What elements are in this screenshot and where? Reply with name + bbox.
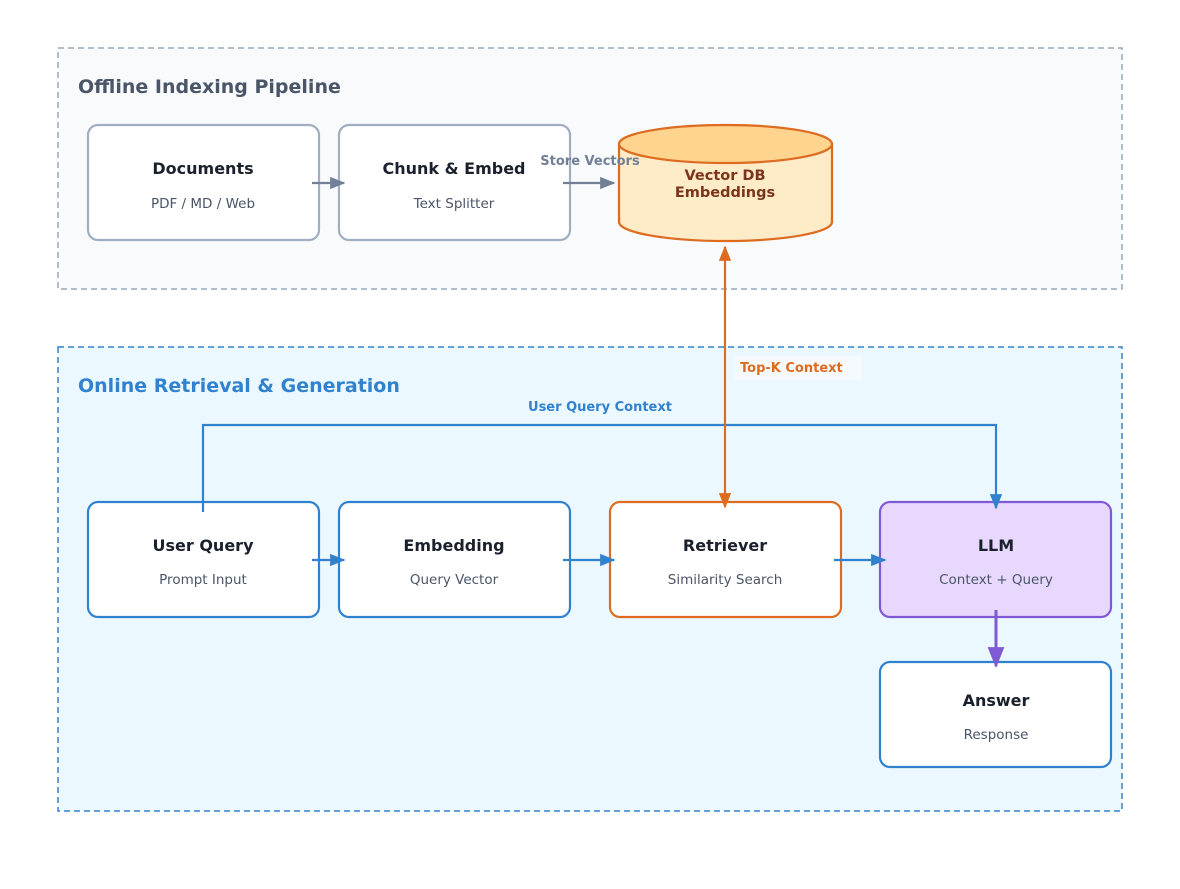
answer-subtitle: Response [964, 727, 1029, 743]
user-query-context-path [201, 423, 1003, 512]
user-query-context-label: User Query Context [528, 400, 672, 415]
documents-node: Documents PDF / MD / Web [86, 123, 321, 242]
documents-subtitle: PDF / MD / Web [151, 196, 255, 212]
embedding-title: Embedding [403, 536, 504, 555]
embedding-subtitle: Query Vector [410, 572, 499, 588]
answer-node: Answer Response [878, 660, 1113, 769]
llm-title: LLM [978, 536, 1014, 555]
llm-node: LLM Context + Query [878, 500, 1113, 619]
chunk-embed-title: Chunk & Embed [382, 159, 525, 178]
documents-title: Documents [152, 159, 253, 178]
vector-db-top [617, 123, 834, 165]
topk-context-label: Top-K Context [740, 361, 843, 376]
chunk-embed-subtitle: Text Splitter [413, 196, 495, 212]
offline-panel-title: Offline Indexing Pipeline [78, 76, 341, 98]
vector-db-label-1: Vector DB [684, 168, 765, 184]
retriever-title: Retriever [683, 536, 767, 555]
vector-db-node: Vector DB Embeddings [617, 123, 834, 243]
vector-db-label-2: Embeddings [675, 185, 775, 201]
user-query-node: User Query Prompt Input [86, 500, 321, 619]
user-query-title: User Query [153, 536, 255, 555]
store-vectors-label: Store Vectors [540, 154, 640, 169]
chunk-embed-node: Chunk & Embed Text Splitter [337, 123, 572, 242]
online-panel-title: Online Retrieval & Generation [78, 375, 400, 397]
topk-label-bg [735, 356, 862, 380]
llm-subtitle: Context + Query [939, 572, 1053, 588]
retriever-node: Retriever Similarity Search [608, 500, 843, 619]
user-query-subtitle: Prompt Input [159, 572, 247, 588]
answer-title: Answer [963, 691, 1030, 710]
retriever-subtitle: Similarity Search [668, 572, 783, 588]
embedding-node: Embedding Query Vector [337, 500, 572, 619]
